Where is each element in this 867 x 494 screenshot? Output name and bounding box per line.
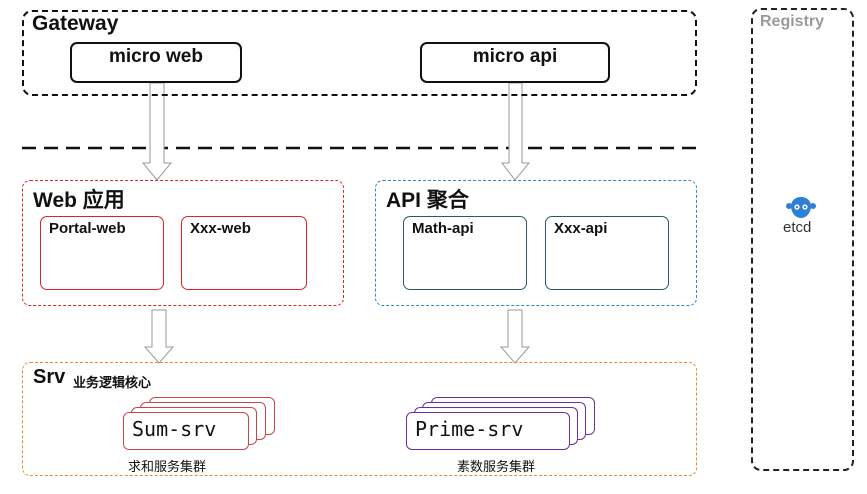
etcd-icon xyxy=(786,197,816,218)
registry-title: Registry xyxy=(760,13,825,30)
arrow-api-to-srv xyxy=(499,309,531,364)
sum-srv-box[interactable]: Sum-srv xyxy=(123,412,249,450)
srv-title: Srv xyxy=(33,366,66,388)
portal-web-box[interactable]: Portal-web xyxy=(40,216,164,290)
srv-group xyxy=(22,362,697,476)
math-api-box[interactable]: Math-api xyxy=(403,216,527,290)
sum-srv-caption: 求和服务集群 xyxy=(128,459,207,474)
api-title: API 聚合 xyxy=(386,189,469,212)
xxx-api-box[interactable]: Xxx-api xyxy=(545,216,669,290)
arrow-micro-api-to-api xyxy=(500,82,531,181)
etcd-label: etcd xyxy=(783,219,812,236)
web-group xyxy=(22,180,344,306)
srv-subtitle: 业务逻辑核心 xyxy=(73,375,152,390)
prime-srv-caption: 素数服务集群 xyxy=(457,459,536,474)
api-group xyxy=(375,180,697,306)
registry-group xyxy=(751,8,854,471)
web-title: Web 应用 xyxy=(33,189,125,212)
prime-srv-box[interactable]: Prime-srv xyxy=(406,412,570,450)
gateway-title: Gateway xyxy=(32,12,119,35)
micro-api-box[interactable]: micro api xyxy=(420,42,610,83)
xxx-web-box[interactable]: Xxx-web xyxy=(181,216,307,290)
arrow-web-to-srv xyxy=(143,309,175,364)
micro-web-box[interactable]: micro web xyxy=(70,42,242,83)
arrow-micro-web-to-web xyxy=(141,82,173,181)
gateway-group xyxy=(22,10,697,96)
